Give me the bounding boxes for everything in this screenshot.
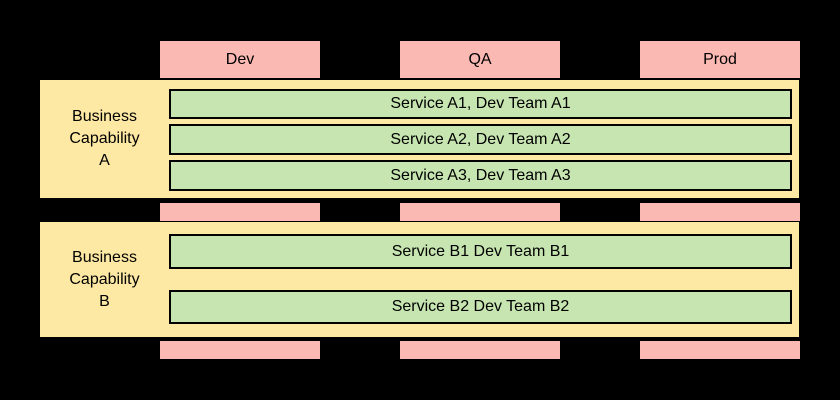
service-bar-a1: Service A1, Dev Team A1	[169, 89, 792, 119]
env-column-segment-qa-bottom	[400, 341, 560, 359]
capability-a-label: Business Capability A	[40, 80, 169, 198]
env-column-segment-dev-bottom	[160, 341, 320, 359]
service-bar-b1-label: Service B1 Dev Team B1	[391, 242, 570, 260]
service-bar-b2-label: Service B2 Dev Team B2	[391, 298, 570, 315]
service-bar-b2: Service B2 Dev Team B2	[169, 290, 792, 324]
env-header-prod: Prod	[640, 41, 800, 78]
env-header-prod-label: Prod	[703, 50, 737, 68]
env-column-segment-prod-mid	[640, 203, 800, 221]
service-bar-a3-label: Service A3, Dev Team A3	[390, 166, 571, 184]
capability-a-label-line-3: A	[99, 152, 110, 169]
capability-a-label-line-1: Business	[72, 108, 137, 125]
service-bar-a2-label: Service A2, Dev Team A2	[390, 130, 571, 148]
env-header-qa: QA	[400, 41, 560, 78]
service-bar-a1-label: Service A1, Dev Team A1	[390, 95, 571, 112]
env-header-qa-label: QA	[468, 50, 492, 68]
env-column-segment-prod-bottom	[640, 341, 800, 359]
capability-b-label-line-1: Business	[72, 248, 137, 266]
capability-a-label-line-2: Capability	[69, 130, 140, 147]
capability-box-b: Business Capability B Service B1 Dev Tea…	[40, 222, 799, 337]
capability-b-label-line-3: B	[99, 292, 110, 310]
capability-box-a: Business Capability A Service A1, Dev Te…	[40, 80, 799, 198]
env-column-segment-dev-mid	[160, 203, 320, 221]
env-header-dev-label: Dev	[225, 50, 255, 68]
capability-b-label: Business Capability B	[40, 222, 169, 337]
service-bar-b1: Service B1 Dev Team B1	[169, 234, 792, 269]
service-bar-a2: Service A2, Dev Team A2	[169, 124, 792, 155]
env-header-dev: Dev	[160, 41, 320, 78]
env-column-segment-qa-mid	[400, 203, 560, 221]
service-bar-a3: Service A3, Dev Team A3	[169, 160, 792, 191]
capability-b-label-line-2: Capability	[69, 270, 140, 288]
